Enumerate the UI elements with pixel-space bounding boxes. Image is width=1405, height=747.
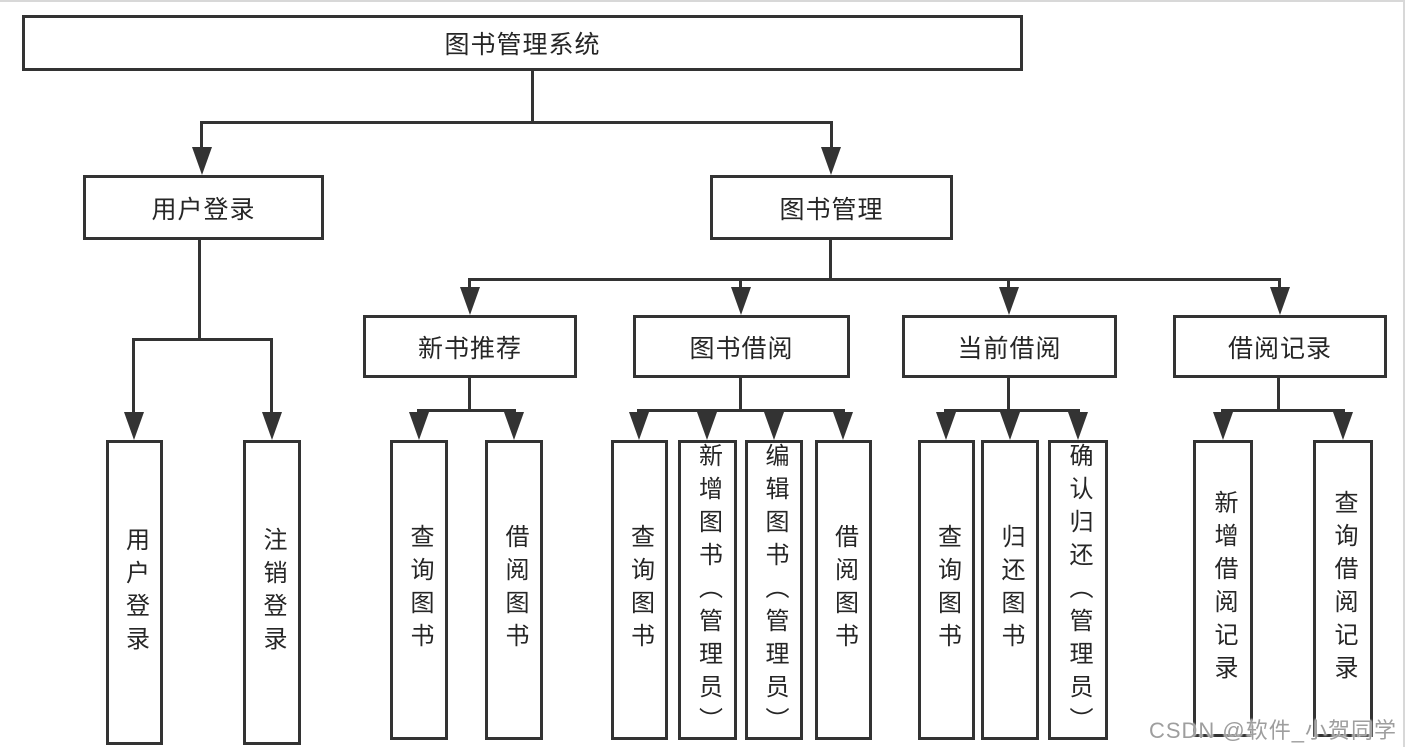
connector-drop <box>132 338 135 413</box>
leaf-query-books-borrowing: 查询图书 <box>611 440 668 740</box>
leaf-query-books-recommend: 查询图书 <box>390 440 448 740</box>
leaf-label: 借阅图书 <box>830 524 858 656</box>
arrowhead <box>1068 412 1088 440</box>
leaf-label: 新增借阅记录 <box>1210 489 1237 688</box>
arrowhead <box>697 412 717 440</box>
connector-level1-bar <box>200 121 833 124</box>
connector-login-stem <box>198 240 201 341</box>
connector-drop <box>1007 278 1010 290</box>
connector-level3-bar <box>468 278 1281 281</box>
leaf-label: 注销登录 <box>259 526 286 659</box>
node-user-login: 用户登录 <box>83 175 324 240</box>
leaf-user-login: 用户登录 <box>106 440 163 745</box>
connector-manage-stem <box>829 240 832 281</box>
leaf-add-borrow-record: 新增借阅记录 <box>1193 440 1253 737</box>
connector-drop <box>468 278 471 290</box>
connector-bar <box>944 409 1080 412</box>
arrowhead <box>262 412 282 440</box>
leaf-query-borrow-record: 查询借阅记录 <box>1313 440 1373 737</box>
leaf-label: 查询图书 <box>406 524 433 656</box>
leaf-confirm-return-admin: 确认归还（管理员） <box>1048 440 1108 740</box>
leaf-label: 查询图书 <box>626 524 654 656</box>
leaf-label: 查询借阅记录 <box>1330 489 1357 688</box>
leaf-borrow-books: 借阅图书 <box>815 440 872 740</box>
connector-stem <box>1277 378 1280 412</box>
node-book-management: 图书管理 <box>710 175 953 240</box>
connector-stem <box>468 378 471 412</box>
node-book-borrowing: 图书借阅 <box>633 315 850 378</box>
leaf-borrow-books-recommend: 借阅图书 <box>485 440 543 740</box>
node-label: 新书推荐 <box>417 334 522 363</box>
leaf-label: 用户登录 <box>121 526 149 659</box>
connector-drop <box>1278 278 1281 290</box>
node-current-borrowing: 当前借阅 <box>902 315 1117 378</box>
leaf-label: 借阅图书 <box>501 524 528 656</box>
leaf-label: 编辑图书（管理员） <box>761 443 788 740</box>
leaf-return-books: 归还图书 <box>981 440 1039 740</box>
node-label: 用户登录 <box>151 195 256 224</box>
arrowhead <box>821 147 841 175</box>
arrowhead <box>833 412 853 440</box>
node-new-book-recommendation: 新书推荐 <box>363 315 577 378</box>
node-library-management-system: 图书管理系统 <box>22 15 1023 71</box>
connector-drop <box>830 121 833 148</box>
arrowhead <box>460 287 480 315</box>
leaf-label: 查询图书 <box>933 524 961 656</box>
leaf-add-books-admin: 新增图书（管理员） <box>678 440 737 740</box>
leaf-logout: 注销登录 <box>243 440 301 745</box>
arrowhead <box>124 412 144 440</box>
arrowhead <box>1000 412 1020 440</box>
connector-bar <box>1221 409 1345 412</box>
arrowhead <box>731 287 751 315</box>
node-label: 图书借阅 <box>689 334 794 363</box>
arrowhead <box>1270 287 1290 315</box>
connector-stem <box>1007 378 1010 412</box>
leaf-query-books-current: 查询图书 <box>918 440 975 740</box>
arrowhead <box>629 412 649 440</box>
node-label: 图书管理系统 <box>444 31 601 59</box>
leaf-edit-books-admin: 编辑图书（管理员） <box>745 440 803 740</box>
arrowhead <box>999 287 1019 315</box>
arrowhead <box>1213 412 1233 440</box>
node-label: 图书管理 <box>779 195 884 224</box>
csdn-watermark: CSDN @软件_小贺同学 <box>1148 718 1397 743</box>
connector-stem <box>739 377 742 412</box>
arrowhead <box>192 147 212 175</box>
arrowhead <box>764 412 784 440</box>
leaf-label: 归还图书 <box>997 524 1024 656</box>
connector-drop <box>739 278 742 290</box>
connector-bar <box>417 409 516 412</box>
arrowhead <box>936 412 956 440</box>
leaf-label: 确认归还（管理员） <box>1065 443 1092 740</box>
arrowhead <box>1333 412 1353 440</box>
connector-drop <box>200 121 203 148</box>
connector-drop <box>270 338 273 413</box>
connector-login-bar <box>132 338 273 341</box>
node-label: 当前借阅 <box>957 334 1062 363</box>
leaf-label: 新增图书（管理员） <box>694 443 722 740</box>
connector-bar <box>637 409 845 412</box>
connector-root-trunk <box>531 71 534 124</box>
arrowhead <box>409 412 429 440</box>
node-borrowing-records: 借阅记录 <box>1173 315 1387 378</box>
arrowhead <box>504 412 524 440</box>
node-label: 借阅记录 <box>1227 334 1332 363</box>
